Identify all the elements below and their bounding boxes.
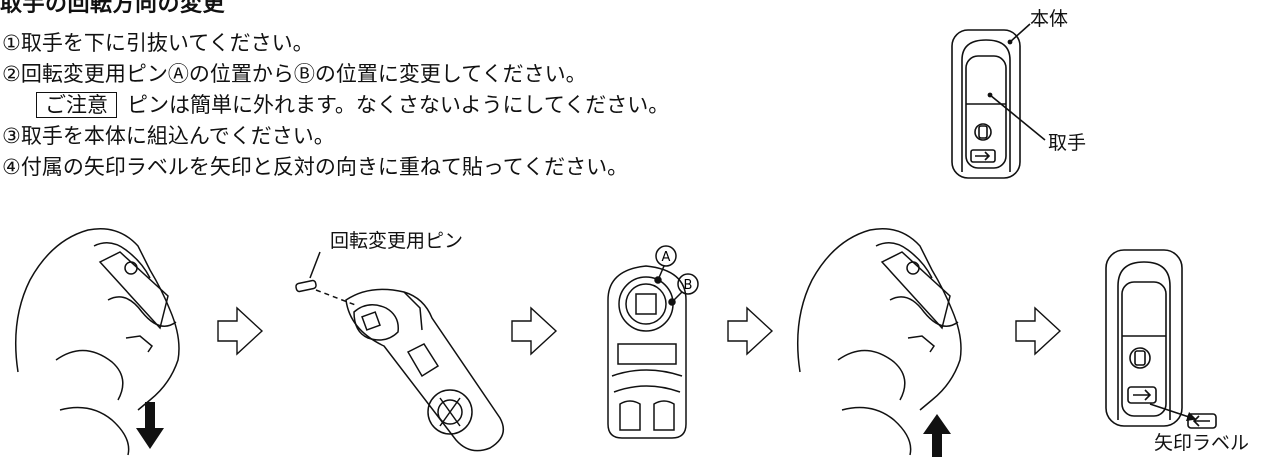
process-arrow-icon bbox=[1015, 306, 1062, 356]
illustration-step2 bbox=[295, 251, 505, 452]
notice: ご注意ピンは簡単に外れます。なくさないようにしてください。 bbox=[2, 90, 762, 121]
device-top-right bbox=[951, 23, 1046, 179]
pos-b-text: B bbox=[684, 278, 693, 293]
illustration-ab-view bbox=[607, 245, 699, 439]
process-arrow-icon bbox=[727, 306, 774, 356]
pin-label: 回転変更用ピン bbox=[330, 230, 464, 252]
down-arrow-icon bbox=[136, 402, 164, 449]
step-2: ②回転変更用ピンⒶの位置からⒷの位置に変更してください。 bbox=[2, 62, 587, 86]
handle-label: 取手 bbox=[1048, 132, 1087, 154]
handle-point bbox=[987, 92, 993, 98]
up-arrow-icon bbox=[923, 414, 951, 457]
step-1: ①取手を下に引抜いてください。 bbox=[2, 31, 314, 55]
illustration-step4 bbox=[1105, 249, 1217, 429]
arrow-label-caption: 矢印ラベル bbox=[1154, 432, 1250, 454]
process-arrow-icon bbox=[217, 306, 264, 356]
section-title: 取手の回転方向の変更 bbox=[0, 0, 226, 17]
body-label: 本体 bbox=[1030, 8, 1069, 30]
body-point bbox=[1007, 39, 1013, 45]
notice-label: ご注意 bbox=[36, 92, 117, 118]
step-3: ③取手を本体に組込んでください。 bbox=[2, 124, 335, 148]
illustration-step1 bbox=[14, 228, 180, 456]
illustration-step3 bbox=[796, 228, 962, 456]
step-4: ④付属の矢印ラベルを矢印と反対の向きに重ねて貼ってください。 bbox=[2, 155, 629, 179]
instruction-steps: ①取手を下に引抜いてください。 ②回転変更用ピンⒶの位置からⒷの位置に変更してく… bbox=[2, 28, 762, 183]
pos-a-text: A bbox=[662, 250, 671, 265]
process-arrow-icon bbox=[511, 306, 558, 356]
notice-text: ピンは簡単に外れます。なくさないようにしてください。 bbox=[127, 93, 670, 117]
